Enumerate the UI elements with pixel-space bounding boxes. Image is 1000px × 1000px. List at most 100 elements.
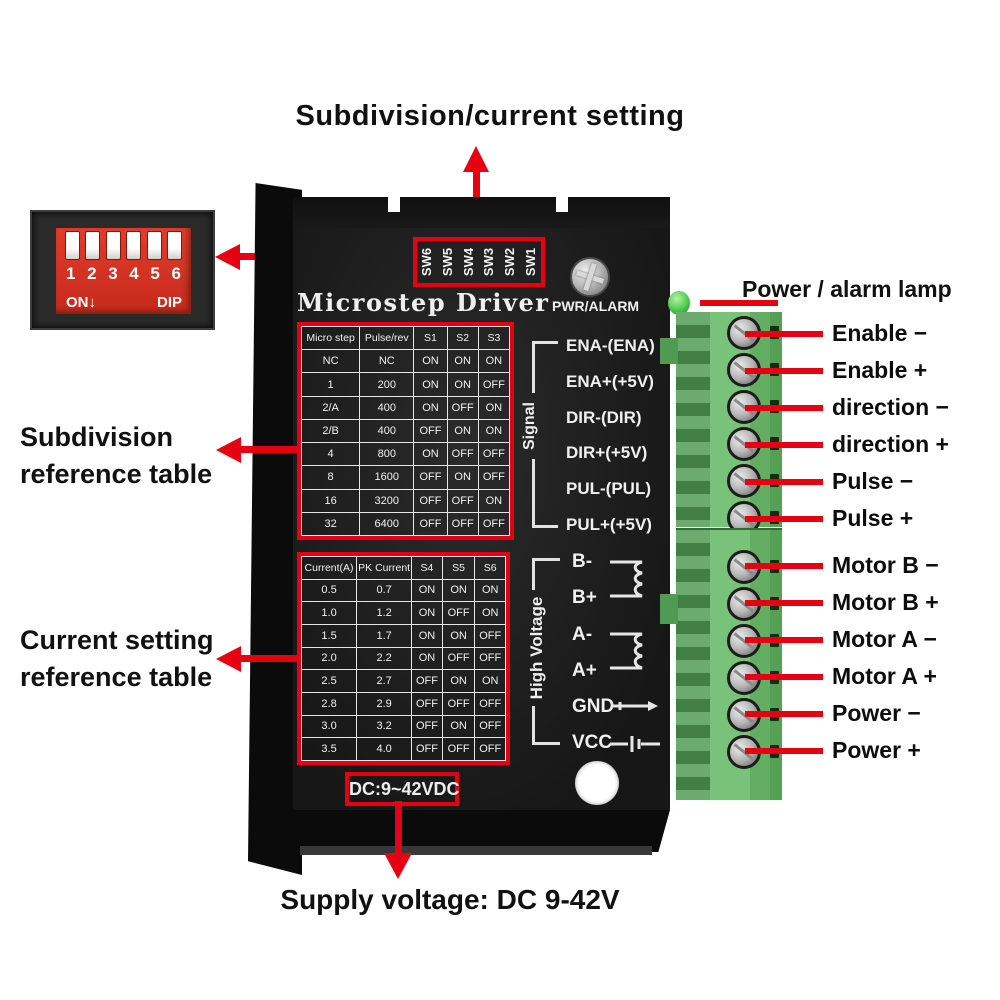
hv-pin-label: B+ [572, 587, 597, 609]
terminal-block-teeth [676, 312, 710, 527]
table-cell: 2.8 [300, 691, 358, 716]
sw-label: SW2 [502, 247, 517, 277]
table-cell: 32 [300, 511, 361, 537]
table-cell: ON [446, 372, 479, 397]
dip-switch-handles [56, 231, 191, 260]
table-cell: 4 [300, 442, 361, 467]
terminal-mount-tab [660, 338, 678, 364]
table-cell: 6400 [359, 511, 415, 537]
table-cell: ON [411, 578, 443, 603]
table-cell: ON [446, 418, 479, 444]
table-cell: OFF [441, 601, 476, 625]
table-cell: OFF [446, 488, 479, 513]
gnd-arrowhead-icon [648, 701, 658, 711]
terminal-label: Motor B − [745, 547, 995, 584]
table-cell: 0.5 [300, 578, 358, 603]
table-cell: OFF [474, 646, 506, 671]
gnd-arrow-icon [612, 702, 648, 710]
supply-voltage-caption: Supply voltage: DC 9-42V [280, 884, 620, 915]
terminal-label: direction + [745, 426, 995, 463]
ridge-notch [388, 197, 400, 212]
table-cell: ON [446, 349, 479, 374]
table-cell: ON [413, 349, 448, 374]
table-cell: OFF [474, 714, 506, 739]
table-cell: 2.7 [356, 669, 413, 693]
table-cell: ON [411, 623, 443, 648]
hv-bracket [532, 742, 560, 745]
table-cell: 2.2 [356, 646, 413, 671]
power-alarm-led [668, 291, 690, 315]
table-cell: ON [477, 395, 511, 420]
table-cell: OFF [411, 691, 443, 716]
dip-handle [166, 231, 182, 260]
table-cell: OFF [477, 372, 511, 397]
table-cell: OFF [474, 623, 506, 648]
table-cell: OFF [446, 442, 479, 467]
dip-handle [85, 231, 101, 260]
table-cell: 1.7 [356, 623, 413, 648]
vcc-battery-icon [610, 736, 660, 752]
table-cell: 0.7 [356, 578, 413, 603]
table-cell: OFF [474, 691, 506, 716]
table-cell: ON [474, 578, 506, 603]
table-cell: 1.5 [300, 623, 358, 648]
terminal-label: Pulse − [745, 463, 995, 500]
terminal-label: Motor B + [745, 584, 995, 621]
dip-handle [146, 231, 162, 260]
table-cell: OFF [477, 465, 511, 490]
table-cell: OFF [441, 737, 476, 761]
table-cell: 2.9 [356, 691, 413, 716]
table-cell: 400 [359, 395, 415, 420]
hv-pin-label: VCC [572, 732, 613, 754]
table-cell: OFF [413, 511, 448, 537]
table-cell: ON [477, 488, 511, 513]
current-ref-caption-line2: reference table [20, 662, 213, 692]
pwr-alarm-label: PWR/ALARM [552, 298, 640, 314]
arrow-left-current-icon [216, 646, 241, 672]
signal-pin-label: ENA-(ENA) [566, 336, 655, 355]
table-cell: 1.2 [356, 601, 413, 625]
table-cell: OFF [413, 488, 448, 513]
table-header-cell: S1 [413, 325, 448, 351]
table-cell: OFF [477, 442, 511, 467]
dip-dip-label: DIP [156, 294, 182, 311]
terminal-label: Enable + [745, 352, 995, 389]
dip-number: 6 [171, 264, 181, 283]
dip-number: 1 [66, 264, 76, 283]
table-cell: 1.0 [300, 601, 358, 625]
table-cell: 200 [359, 372, 415, 397]
sw-label: SW4 [461, 247, 476, 277]
hv-bracket [532, 558, 535, 590]
table-cell: NC [300, 349, 361, 374]
table-cell: 16 [300, 488, 361, 513]
power-alarm-pointer-line [700, 300, 778, 306]
table-cell: OFF [413, 465, 448, 490]
down-arrow-icon: ↓ [88, 294, 97, 311]
table-cell: NC [359, 349, 415, 374]
table-cell: OFF [441, 646, 476, 671]
table-header-cell: Pulse/rev [359, 325, 415, 351]
motor-b-coil-icon [610, 560, 643, 598]
signal-pin-label: ENA+(+5V) [566, 371, 654, 391]
table-cell: ON [441, 578, 476, 603]
table-cell: 2/B [300, 418, 361, 444]
arrow-left-subdivision-line [240, 446, 299, 453]
table-cell: 1 [300, 372, 361, 397]
table-cell: OFF [446, 395, 479, 420]
dip-number: 3 [108, 264, 118, 283]
dip-number: 5 [150, 264, 160, 283]
driver-bottom-edge [300, 846, 652, 855]
hv-bracket [532, 558, 560, 561]
table-header-cell: PK Current [356, 556, 413, 580]
device-title: Microstep Driver [297, 288, 550, 317]
arrow-up-icon [463, 146, 489, 172]
arrow-left-current-line [240, 655, 299, 662]
table-header-cell: S3 [477, 325, 511, 351]
table-header-cell: S2 [446, 325, 479, 351]
